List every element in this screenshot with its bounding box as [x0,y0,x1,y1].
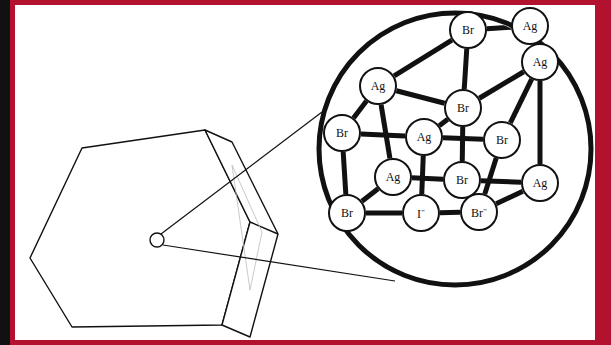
atom-label: Br⁻ [471,204,487,221]
atom-circle: Br [328,194,366,232]
atom-label: Ag [386,170,401,185]
ionic-bond [381,105,390,159]
white-panel [15,5,595,340]
atom-circle: I⁻ [402,194,440,232]
magnified-circle [319,13,591,285]
ionic-bond [485,158,496,194]
atom-label: Br [341,206,353,221]
atom-circle: Br [323,114,361,152]
atom-label: Ag [371,79,386,94]
ionic-bond [487,27,511,29]
ionic-bond [479,72,523,99]
atom-circle: Ag [521,164,559,202]
ionic-bond [464,49,467,89]
ionic-bond [394,40,452,76]
atom-label: Ag [533,55,548,70]
ionic-bond [366,211,402,216]
atom-label: Ag [523,19,538,34]
atom-label: I⁻ [417,205,425,222]
atom-label: Br [457,101,469,116]
ionic-bond [538,81,543,164]
ionic-bond [412,178,443,179]
atom-label: Br [496,133,508,148]
ionic-bond [510,79,531,123]
zoom-line [163,245,395,281]
atom-label: Br [462,23,474,38]
atom-label: Ag [417,130,432,145]
atom-circle: Ag [511,7,549,45]
atom-circle: Ag [405,118,443,156]
atom-circle: Ag [521,43,559,81]
black-edge [0,0,10,345]
ionic-bond [440,210,460,215]
ionic-bond [422,156,424,194]
atom-label: Br [336,126,348,141]
atom-circle: Br [444,89,482,127]
atom-circle: Ag [359,67,397,105]
atom-circle: Br [449,11,487,49]
atom-circle: Br⁻ [460,193,498,231]
ionic-bond [396,91,444,103]
zoom-line [161,112,322,234]
atom-circle: Br [483,121,521,159]
ionic-bond [496,191,523,204]
atom-label: Br [456,173,468,188]
crystal-grain [30,130,278,337]
ionic-bond [362,189,378,202]
atom-circle: Ag [374,158,412,196]
ionic-bond [354,101,367,118]
ionic-bond [439,119,448,125]
sample-spot [150,233,164,247]
ionic-bond [460,127,465,161]
ionic-bond [343,152,346,194]
ionic-bond [361,134,405,136]
atom-label: Ag [533,176,548,191]
